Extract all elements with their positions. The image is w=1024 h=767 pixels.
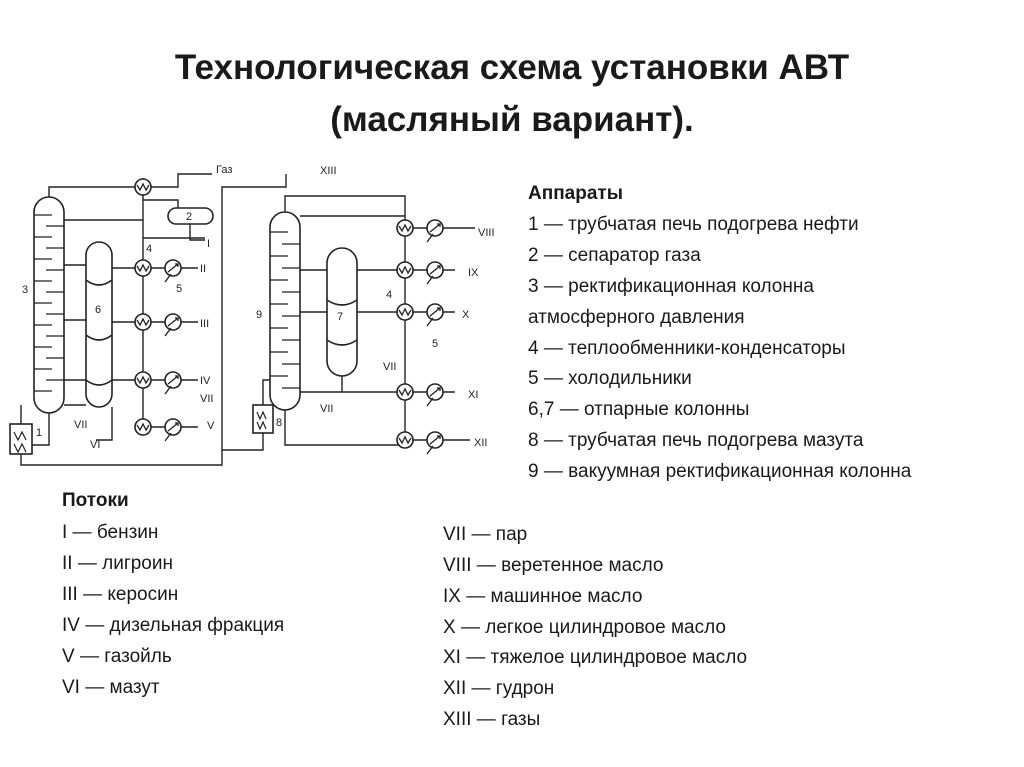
label-XI: XI — [468, 389, 478, 401]
label-1: 1 — [36, 427, 42, 439]
label-VII-a: VII — [200, 393, 213, 405]
apparatus-item: атмосферного давления — [528, 307, 745, 328]
apparatus-item: 3 — ректификационная колонна — [528, 276, 814, 297]
label-9: 9 — [256, 309, 262, 321]
stream-item: II — лигроин — [62, 553, 173, 574]
label-V: V — [207, 420, 215, 432]
column-3-trays — [34, 214, 64, 392]
column-9 — [269, 211, 301, 411]
apparatus-heading: Аппараты — [528, 183, 623, 204]
apparatus-item: 1 — трубчатая печь подогрева нефти — [528, 214, 859, 235]
streams-heading: Потоки — [62, 490, 129, 511]
label-5b: 5 — [432, 338, 438, 350]
label-5a: 5 — [176, 283, 182, 295]
stream-item: XII — гудрон — [443, 678, 555, 699]
label-IX: IX — [468, 267, 479, 279]
label-VII-d: VII — [320, 403, 333, 415]
stream-item: XI — тяжелое цилиндровое масло — [443, 647, 748, 668]
label-I: I — [207, 238, 210, 250]
stream-item: VI — мазут — [62, 677, 160, 698]
label-X: X — [462, 309, 470, 321]
label-III: III — [200, 318, 209, 330]
stream-item: IV — дизельная фракция — [62, 615, 285, 636]
stream-item: III — керосин — [62, 584, 179, 605]
label-8: 8 — [276, 417, 282, 429]
label-7: 7 — [337, 311, 343, 323]
label-XII: XII — [474, 437, 487, 449]
furnace-1 — [9, 423, 33, 455]
label-VII-c: VII — [383, 361, 396, 373]
apparatus-item: 6,7 — отпарные колонны — [528, 399, 750, 420]
label-VII-b: VII — [74, 419, 87, 431]
label-VIII: VIII — [478, 227, 495, 239]
label-XIII: XIII — [320, 165, 337, 177]
title-line-2: (масляный вариант). — [330, 100, 694, 139]
apparatus-item: 8 — трубчатая печь подогрева мазута — [528, 430, 864, 451]
apparatus-item: 4 — теплообменники-конденсаторы — [528, 338, 846, 359]
label-VI: VI — [90, 439, 100, 451]
label-II: II — [200, 263, 206, 275]
stream-item: VIII — веретенное масло — [443, 555, 664, 576]
label-2: 2 — [186, 211, 192, 223]
stream-item: X — легкое цилиндровое масло — [443, 617, 726, 638]
stream-item: VII — пар — [443, 524, 528, 545]
apparatus-item: 5 — холодильники — [528, 368, 692, 389]
label-IV: IV — [200, 375, 211, 387]
stream-item: IX — машинное масло — [443, 586, 643, 607]
label-6: 6 — [95, 304, 101, 316]
label-4b: 4 — [386, 289, 392, 301]
stream-item: V — газойль — [62, 646, 172, 667]
label-3: 3 — [22, 284, 28, 296]
label-4a: 4 — [146, 243, 152, 255]
title-line-1: Технологическая схема установки АВТ — [174, 48, 850, 87]
apparatus-item: 2 — сепаратор газа — [528, 245, 701, 266]
label-gas: Газ — [216, 164, 232, 176]
stream-item: XIII — газы — [443, 709, 541, 730]
slide-title: Технологическая схема установки АВТ (мас… — [0, 42, 1024, 146]
furnace-8 — [252, 404, 274, 434]
apparatus-item: 9 — вакуумная ректификационная колонна — [528, 461, 912, 482]
stream-item: I — бензин — [62, 522, 159, 543]
process-flow-diagram: Газ 2 3 6 4 5 1 I II III IV VII V VII VI… — [9, 164, 495, 466]
column-6-sections — [85, 279, 113, 386]
